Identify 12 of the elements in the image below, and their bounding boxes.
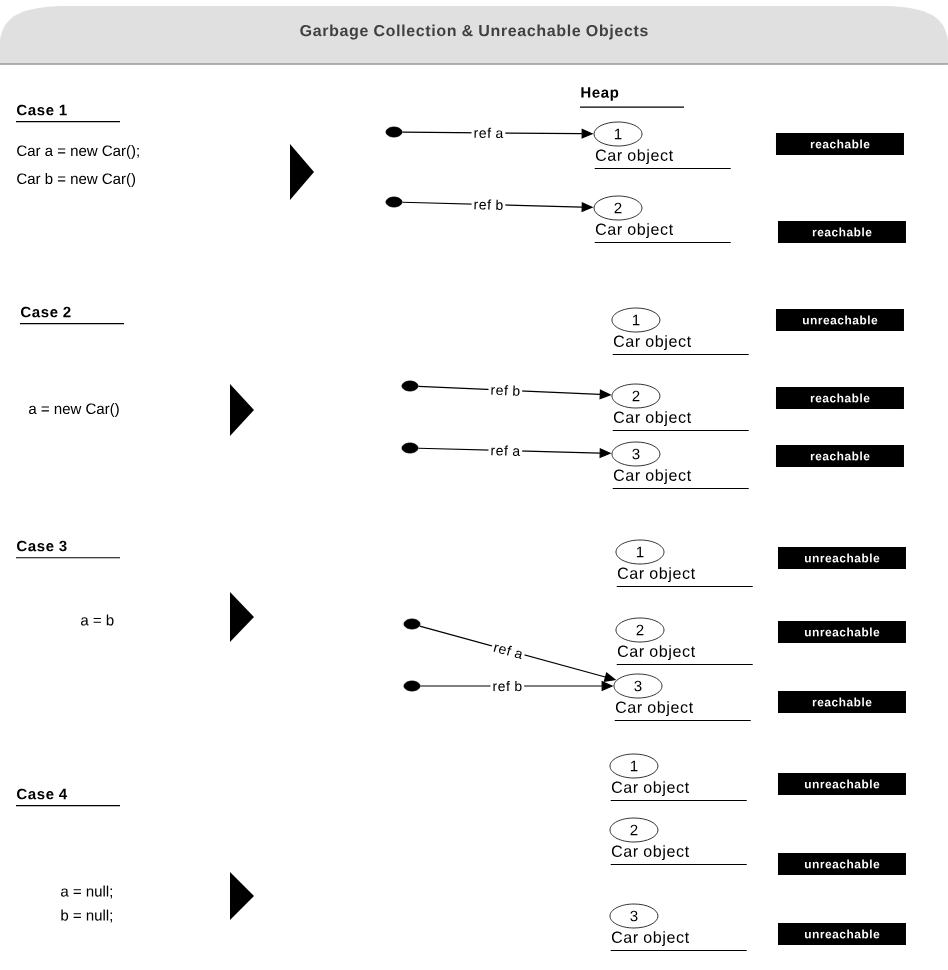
- object-caption: Car object: [610, 781, 748, 802]
- object-caption: Car object: [610, 931, 748, 952]
- object-caption: Car object: [610, 845, 748, 866]
- object-caption: Car object: [612, 469, 750, 490]
- object-caption: Car object: [612, 335, 750, 356]
- object-caption: Car object: [616, 645, 754, 666]
- object-caption: Car object: [594, 223, 732, 244]
- object-caption: Car object: [616, 567, 754, 588]
- title-banner: Garbage Collection & Unreachable Objects: [0, 6, 948, 65]
- object-caption: Car object: [594, 149, 732, 170]
- object-caption: Car object: [614, 701, 752, 722]
- object-caption: Car object: [612, 411, 750, 432]
